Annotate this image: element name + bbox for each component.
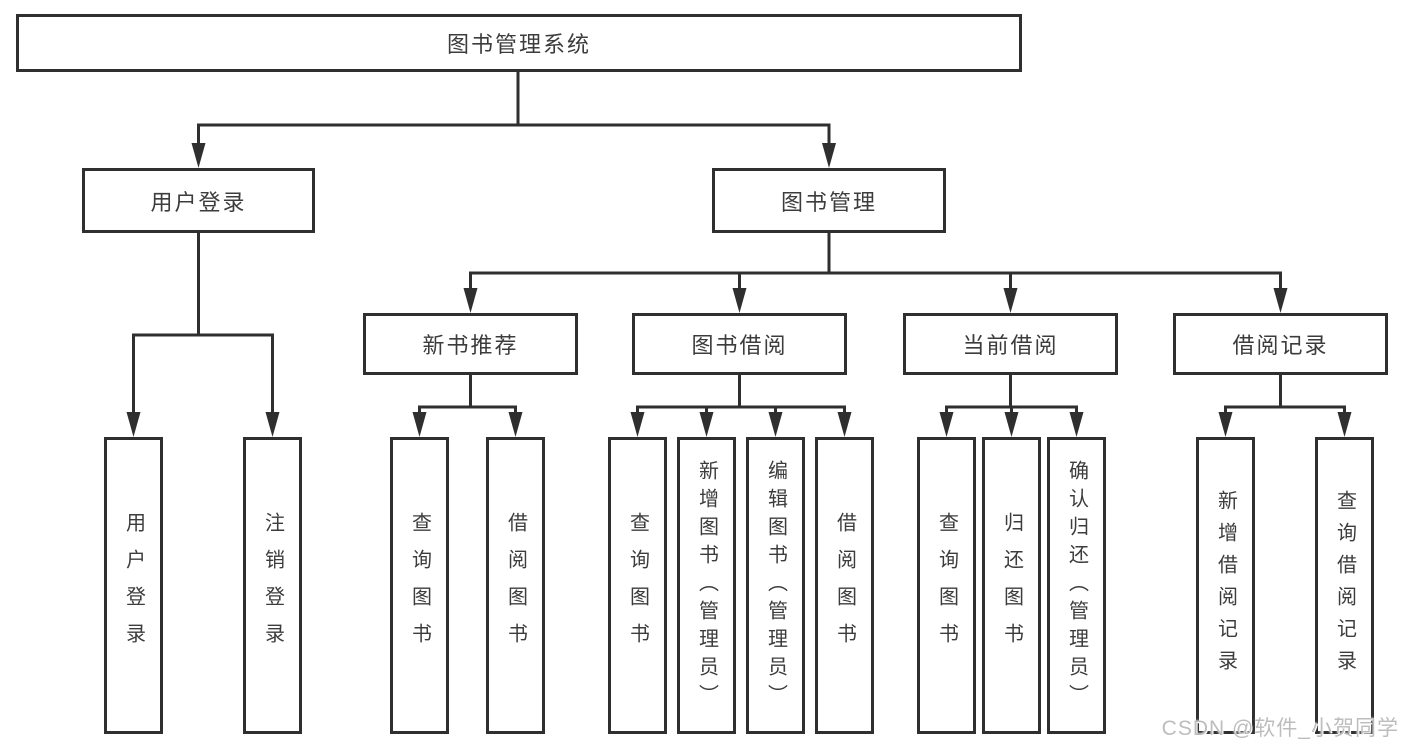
leaf-add-borrow-record: 新增借阅记录 (1196, 437, 1255, 734)
node-system-root: 图书管理系统 (16, 14, 1022, 72)
leaf-borrow-books: 借阅图书 (815, 437, 874, 734)
leaf-rec-query-books: 查询图书 (390, 437, 449, 734)
arrowheads (126, 143, 1352, 437)
leaf-user-login: 用户登录 (104, 437, 163, 734)
leaf-cur-query-books: 查询图书 (917, 437, 976, 734)
watermark: CSDN @软件_小贺同学 (1161, 717, 1399, 740)
leaf-logout: 注销登录 (243, 437, 302, 734)
connector-paths (132, 70, 1346, 417)
node-current-borrowing: 当前借阅 (903, 313, 1118, 375)
leaf-confirm-return-admin: 确认归还（管理员） (1047, 437, 1106, 734)
leaf-rec-borrow-books: 借阅图书 (486, 437, 545, 734)
node-borrowing-records: 借阅记录 (1173, 313, 1388, 375)
leaf-edit-books-admin: 编辑图书（管理员） (746, 437, 805, 734)
leaf-return-books: 归还图书 (982, 437, 1041, 734)
leaf-add-books-admin: 新增图书（管理员） (677, 437, 736, 734)
node-book-borrowing: 图书借阅 (632, 313, 847, 375)
leaf-query-borrow-record: 查询借阅记录 (1315, 437, 1374, 734)
node-user-login: 用户登录 (82, 168, 315, 233)
node-book-management: 图书管理 (712, 168, 946, 233)
leaf-borrow-query-books: 查询图书 (608, 437, 667, 734)
node-new-book-recommend: 新书推荐 (363, 313, 578, 375)
